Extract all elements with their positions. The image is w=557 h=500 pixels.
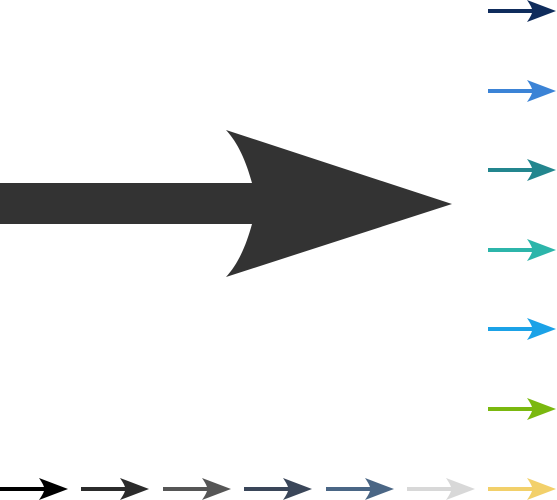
right-column-variants [488, 0, 556, 420]
arrow-right-icon [488, 318, 556, 340]
arrow-right-icon [326, 478, 394, 500]
arrow-right-icon [0, 130, 452, 277]
bottom-row-variants [0, 478, 556, 500]
arrow-right-icon [488, 0, 556, 22]
arrow-right-icon [488, 239, 556, 261]
arrow-right-icon [244, 478, 312, 500]
arrow-right-icon [0, 478, 68, 500]
main-arrow-layer [0, 130, 452, 277]
arrow-right-icon [488, 159, 556, 181]
arrow-right-icon [488, 478, 556, 500]
arrow-right-icon [488, 398, 556, 420]
arrow-right-icon [81, 478, 149, 500]
arrow-right-icon [163, 478, 231, 500]
arrow-right-icon [488, 80, 556, 102]
arrow-right-icon [407, 478, 475, 500]
